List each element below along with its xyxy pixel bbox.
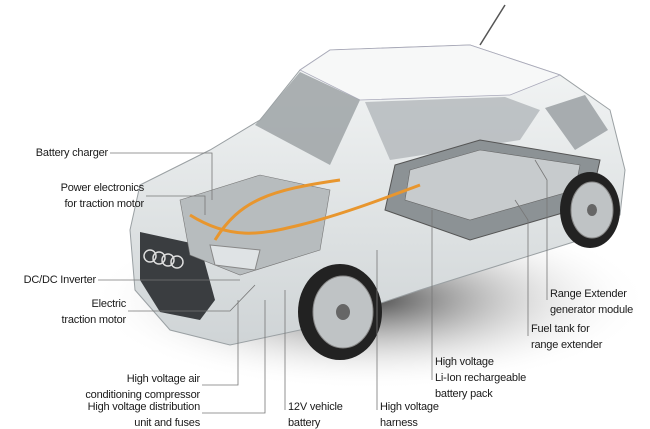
label-battery-charger: Battery charger <box>36 145 108 161</box>
antenna <box>479 4 506 46</box>
side-window <box>365 97 540 160</box>
label-fuel-tank: Fuel tank for range extender <box>531 321 602 353</box>
label-line: Fuel tank for <box>531 323 590 335</box>
windshield <box>255 72 360 165</box>
label-line: battery pack <box>435 388 493 400</box>
rear-wheel <box>560 172 620 248</box>
label-line: conditioning compressor <box>85 389 200 401</box>
audi-rings-logo <box>143 249 184 269</box>
label-line: High voltage air <box>126 373 200 385</box>
label-line: 12V vehicle <box>288 401 343 413</box>
label-ac-compressor: High voltage air conditioning compressor <box>85 371 200 403</box>
high-voltage-cable <box>189 178 421 241</box>
headlight <box>209 244 261 271</box>
label-power-electronics: Power electronics for traction motor <box>60 180 145 212</box>
label-line: for traction motor <box>64 198 144 210</box>
label-line: battery <box>288 417 321 429</box>
label-12v-battery: 12V vehicle battery <box>288 399 343 429</box>
label-line: range extender <box>531 339 603 351</box>
label-dcdc-inverter: DC/DC Inverter <box>23 272 97 288</box>
label-line: unit and fuses <box>134 417 200 429</box>
label-line: Power electronics <box>60 182 145 194</box>
label-line: DC/DC Inverter <box>23 274 97 286</box>
leader-lines <box>98 152 548 414</box>
label-electric-traction-motor: Electric traction motor <box>61 296 127 328</box>
label-line: Range Extender <box>550 288 627 300</box>
label-line: generator module <box>550 304 634 316</box>
label-line: Battery charger <box>35 147 108 159</box>
label-range-extender: Range Extender generator module <box>550 286 633 318</box>
label-distribution-unit: High voltage distribution unit and fuses <box>87 399 201 429</box>
label-high-voltage-harness: High voltage harness <box>380 399 439 429</box>
label-line: High voltage distribution <box>87 401 201 413</box>
label-line: harness <box>380 417 418 429</box>
front-wheel <box>298 264 382 360</box>
label-line: High voltage <box>380 401 439 413</box>
label-line: traction motor <box>61 314 127 326</box>
label-line: High voltage <box>435 356 494 368</box>
label-line: Li-Ion rechargeable <box>435 372 526 384</box>
label-line: Electric <box>91 298 127 310</box>
rear-window <box>545 95 608 150</box>
